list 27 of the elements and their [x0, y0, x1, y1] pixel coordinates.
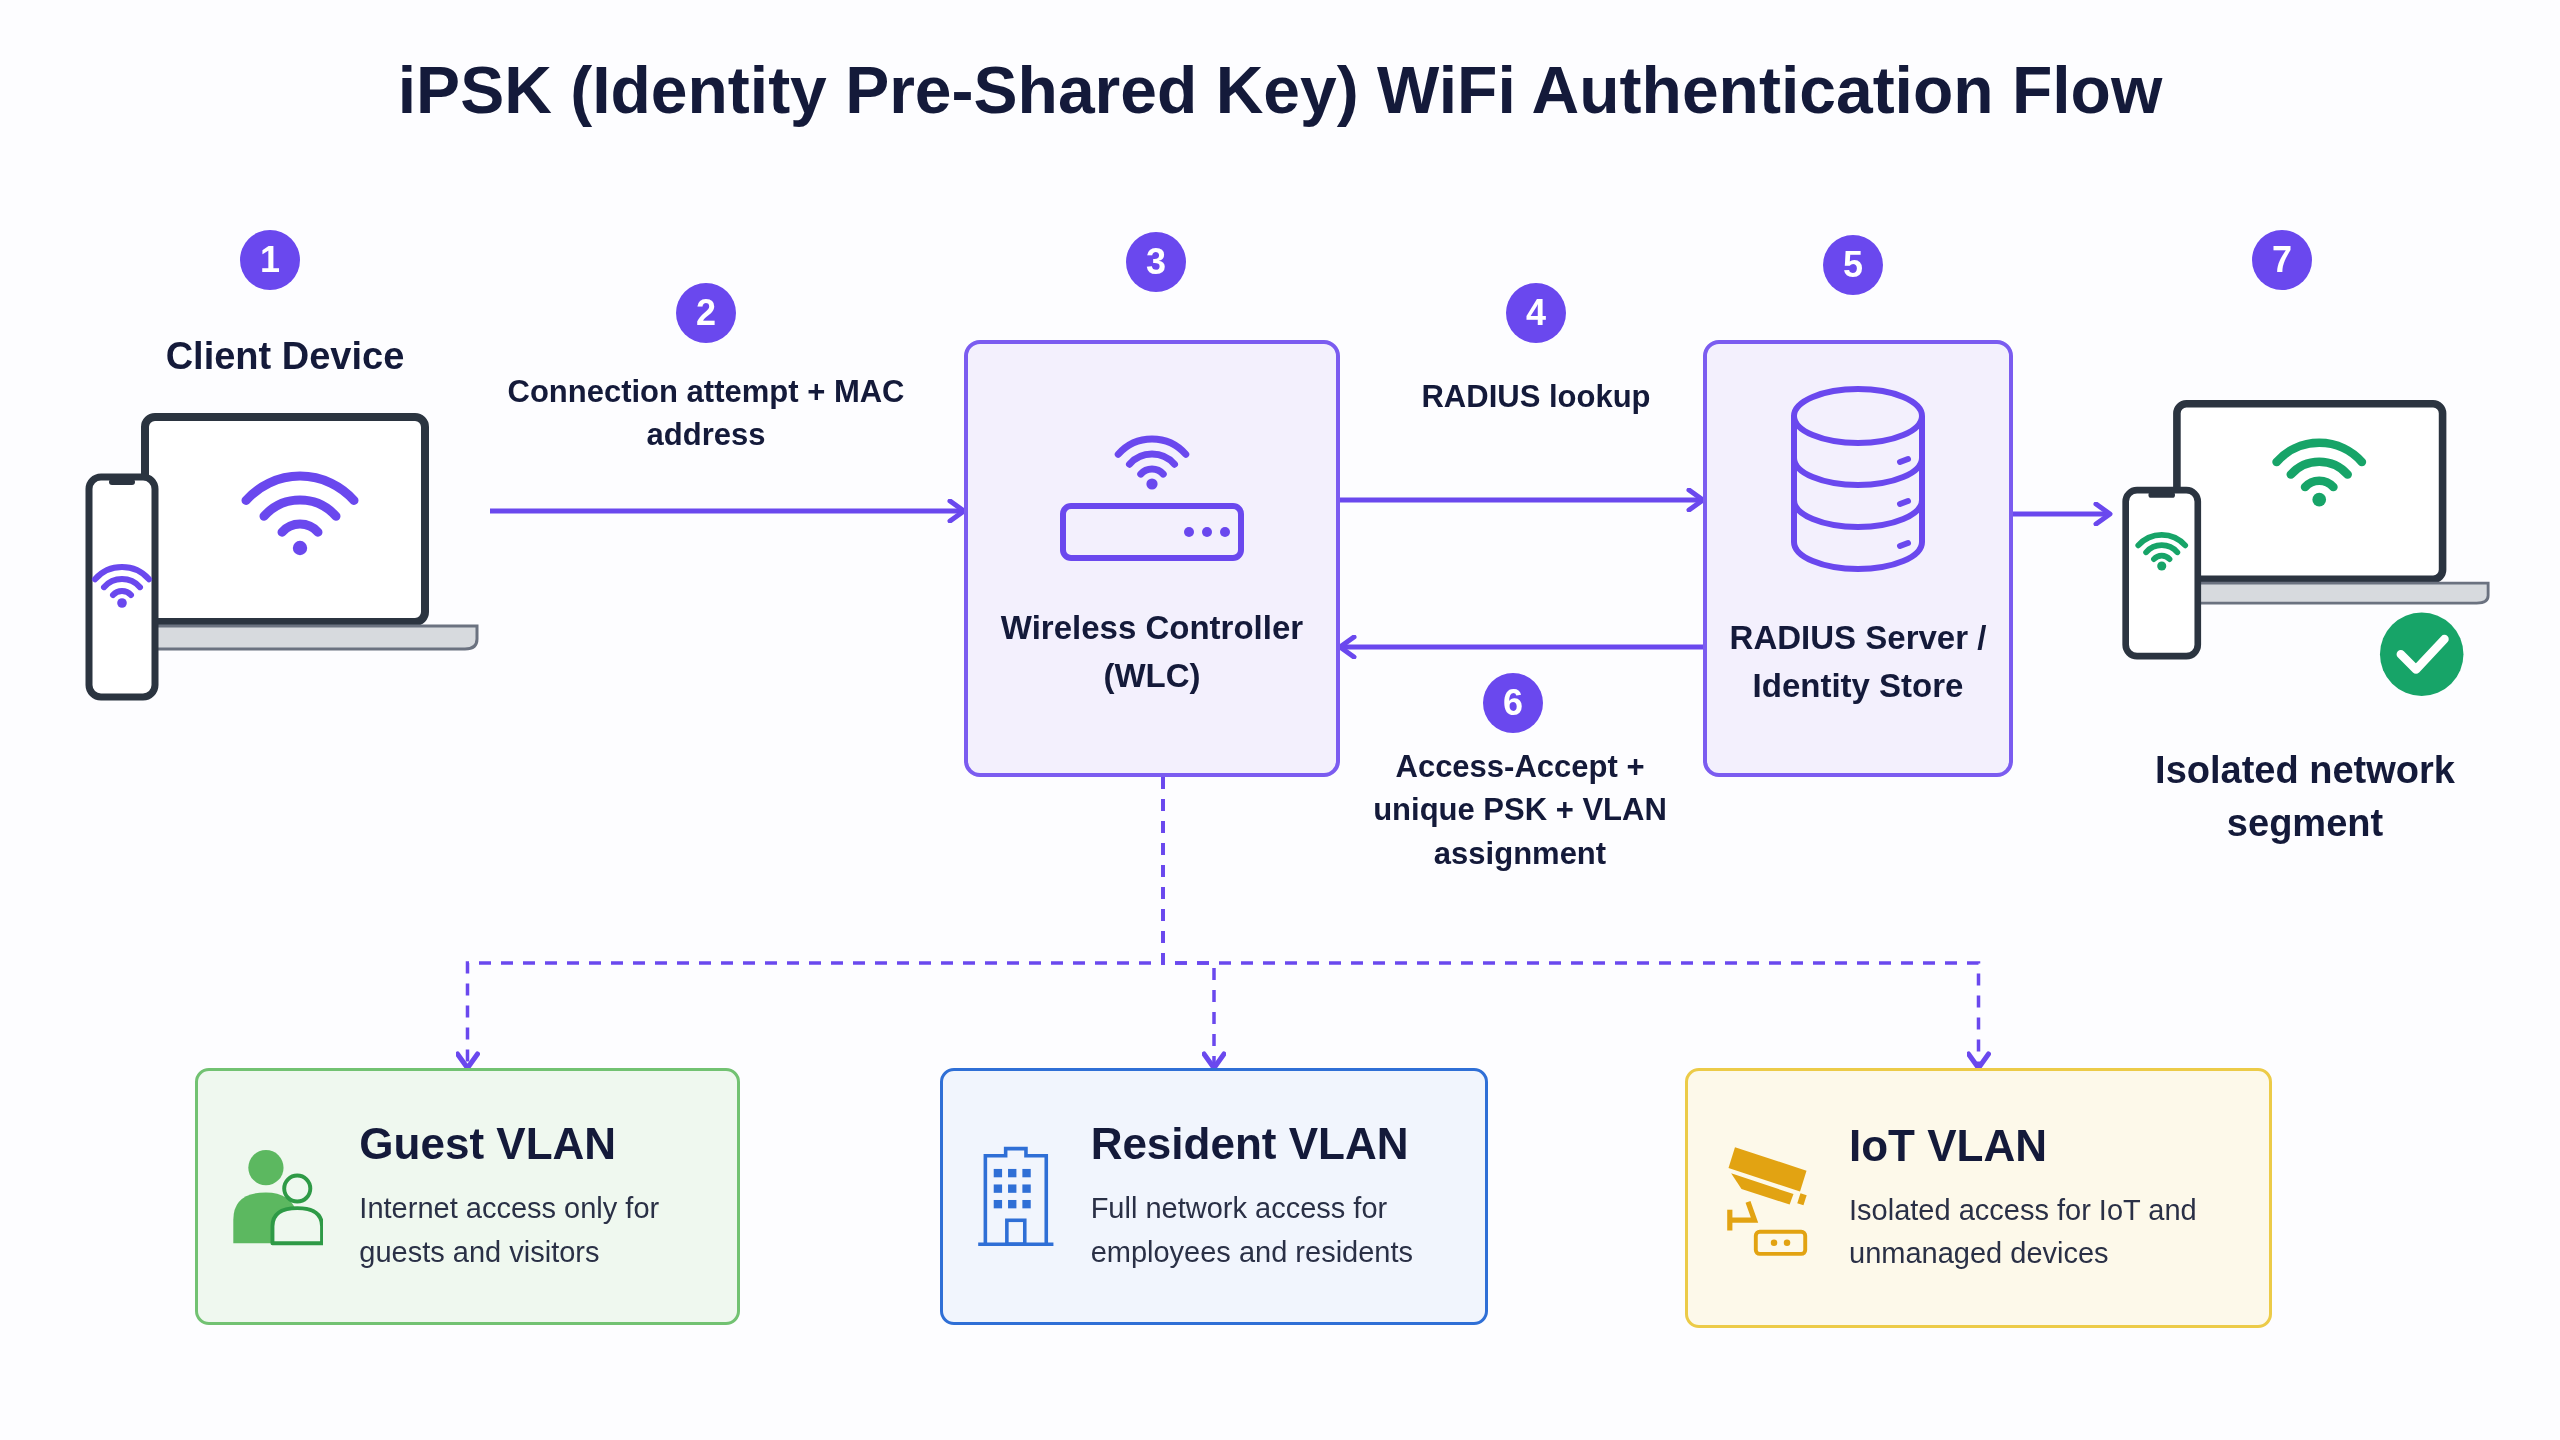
- diagram-title: iPSK (Identity Pre-Shared Key) WiFi Authentication Flow: [396, 52, 2164, 128]
- edge-label: Access-Accept + unique PSK + VLAN assignment: [1372, 748, 1668, 873]
- edge-label: RADIUS lookup: [1420, 378, 1652, 416]
- card-description: Isolated access for IoT and unmanaged devices: [1849, 1192, 2198, 1271]
- arrow: [2013, 501, 2113, 527]
- step-number: 2: [676, 283, 736, 343]
- box-label: RADIUS Server / Identity Store: [1728, 618, 1988, 706]
- vlan-card: [940, 1068, 1488, 1325]
- process-box: [1703, 340, 2013, 777]
- device-heading: Client Device: [165, 334, 405, 379]
- card-title: IoT VLAN: [1849, 1120, 2048, 1171]
- box-label: Wireless Controller (WLC): [999, 608, 1305, 696]
- step-number: 4: [1506, 283, 1566, 343]
- step-number: 6: [1483, 673, 1543, 733]
- step-number: 7: [2252, 230, 2312, 290]
- step-number: 1: [240, 230, 300, 290]
- vlan-card: [195, 1068, 740, 1325]
- card-description: Internet access only for guests and visitors: [359, 1191, 661, 1270]
- vlan-card: [1685, 1068, 2272, 1328]
- card-description: Full network access for employees and residents: [1090, 1191, 1415, 1270]
- edge-label: Connection attempt + MAC address: [506, 373, 906, 455]
- process-box: [964, 340, 1340, 777]
- card-title: Resident VLAN: [1090, 1119, 1410, 1169]
- result-label: Isolated network segment: [2154, 747, 2456, 846]
- step-number: 5: [1823, 235, 1883, 295]
- card-title: Guest VLAN: [359, 1119, 618, 1169]
- step-number: 3: [1126, 232, 1186, 292]
